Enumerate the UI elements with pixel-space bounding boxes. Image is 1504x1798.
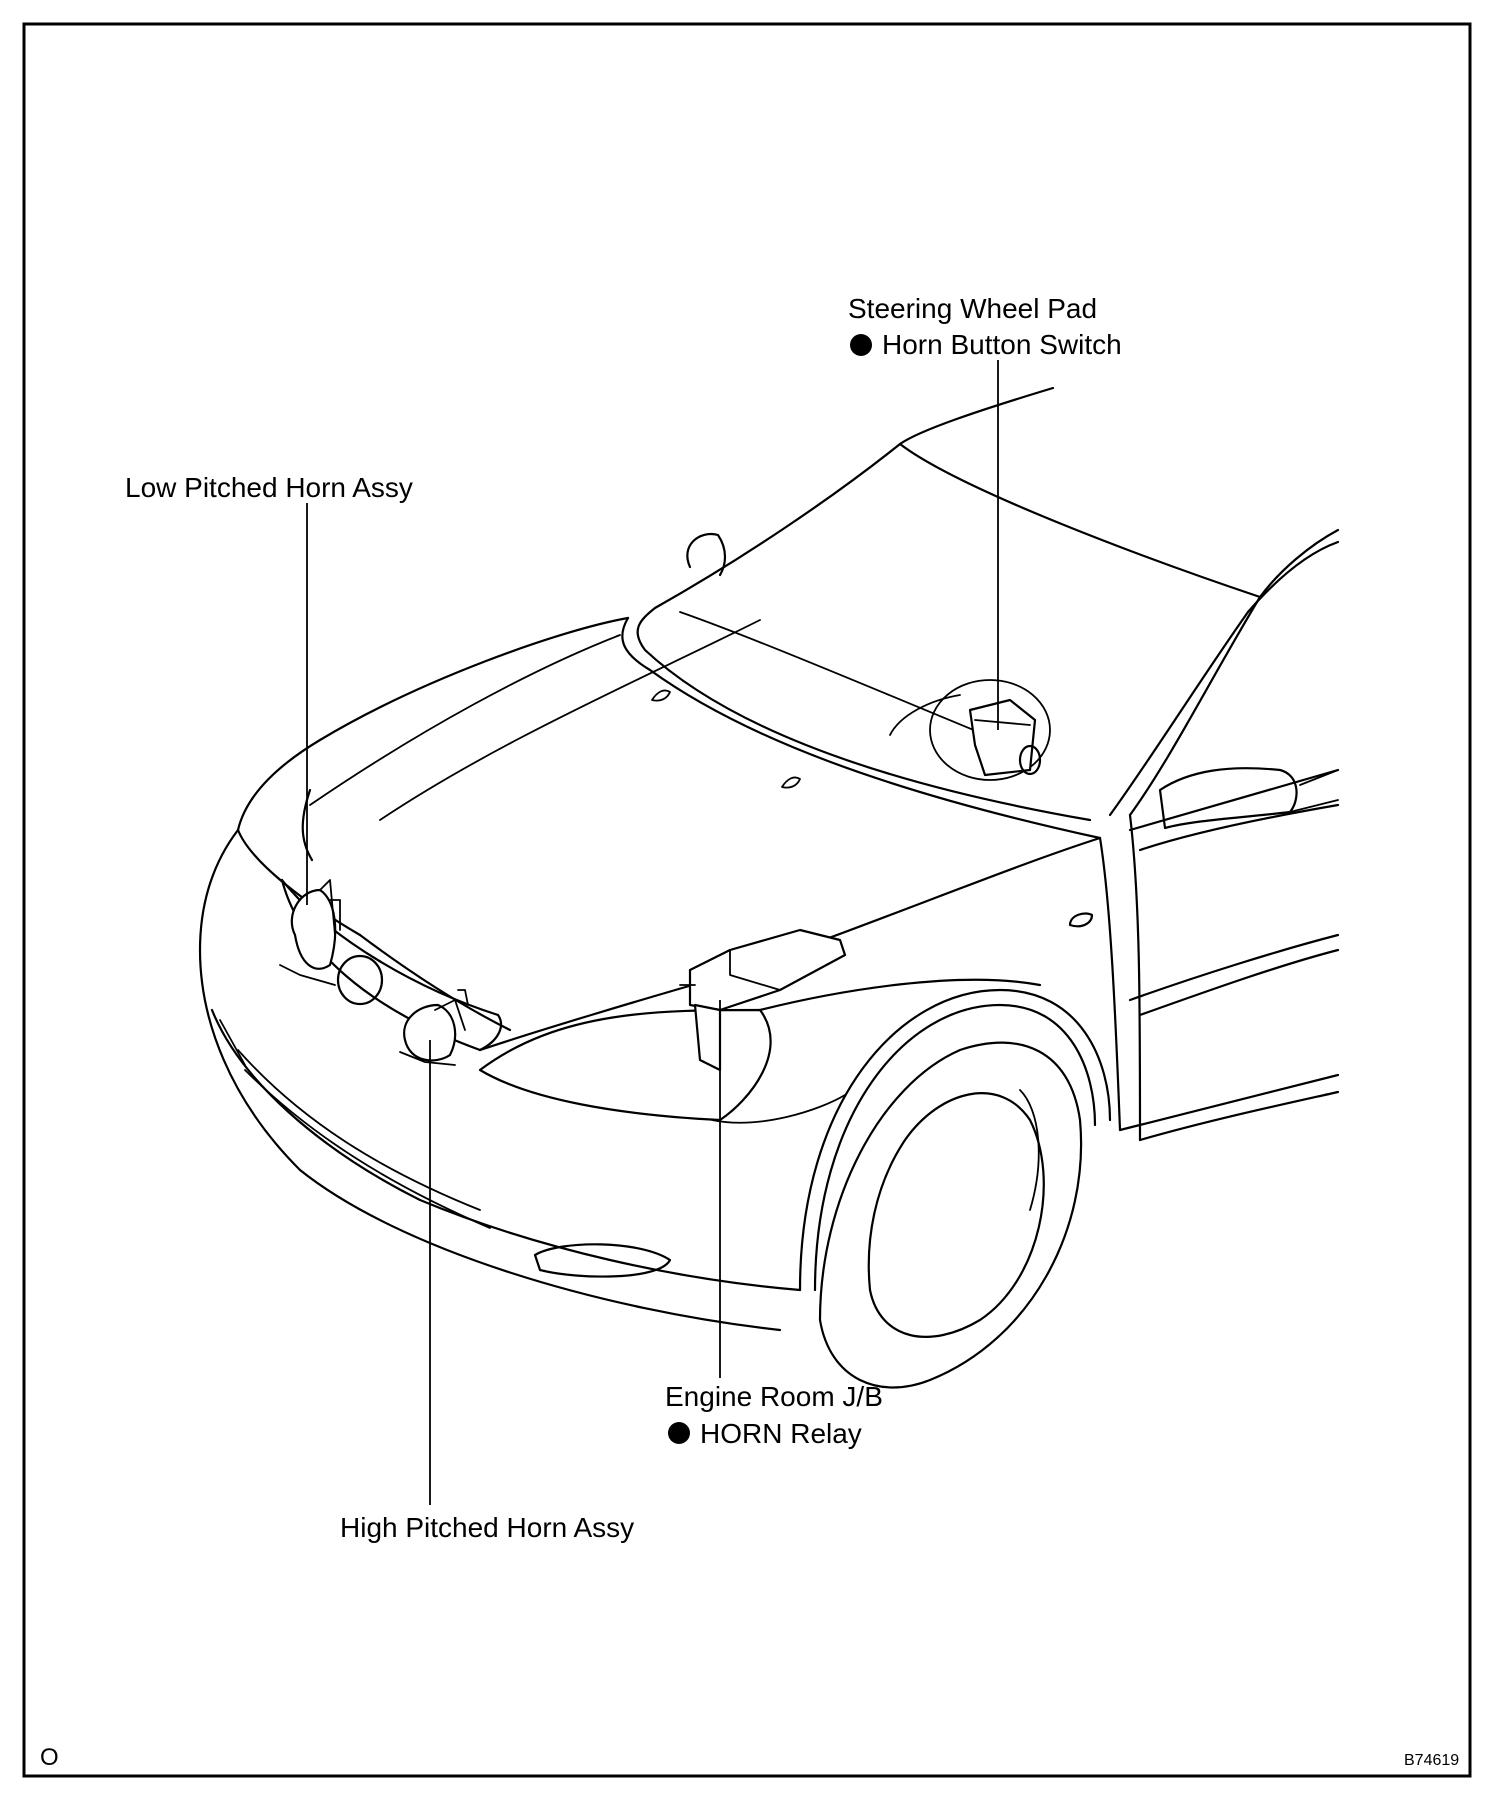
low-pitched-horn-icon	[279, 879, 384, 1006]
steering-wheel-pad-icon	[889, 679, 1051, 781]
high-pitched-horn-icon	[399, 989, 469, 1066]
label-low-pitched-horn: Low Pitched Horn Assy	[125, 472, 413, 503]
diagram-frame	[22, 22, 1472, 1778]
bullet-icon	[850, 334, 872, 356]
label-horn-relay: HORN Relay	[700, 1418, 862, 1449]
label-engine-room-jb: Engine Room J/B	[665, 1381, 883, 1412]
label-high-pitched-horn: High Pitched Horn Assy	[340, 1512, 634, 1543]
bullet-icon	[668, 1422, 690, 1444]
car-illustration	[198, 386, 1340, 1389]
engine-room-junction-block-icon	[679, 928, 847, 1072]
label-horn-button-switch: Horn Button Switch	[882, 329, 1122, 360]
label-steering-wheel-pad: Steering Wheel Pad	[848, 293, 1097, 324]
figure-code: B74619	[1404, 1752, 1459, 1769]
corner-mark: O	[40, 1744, 59, 1771]
